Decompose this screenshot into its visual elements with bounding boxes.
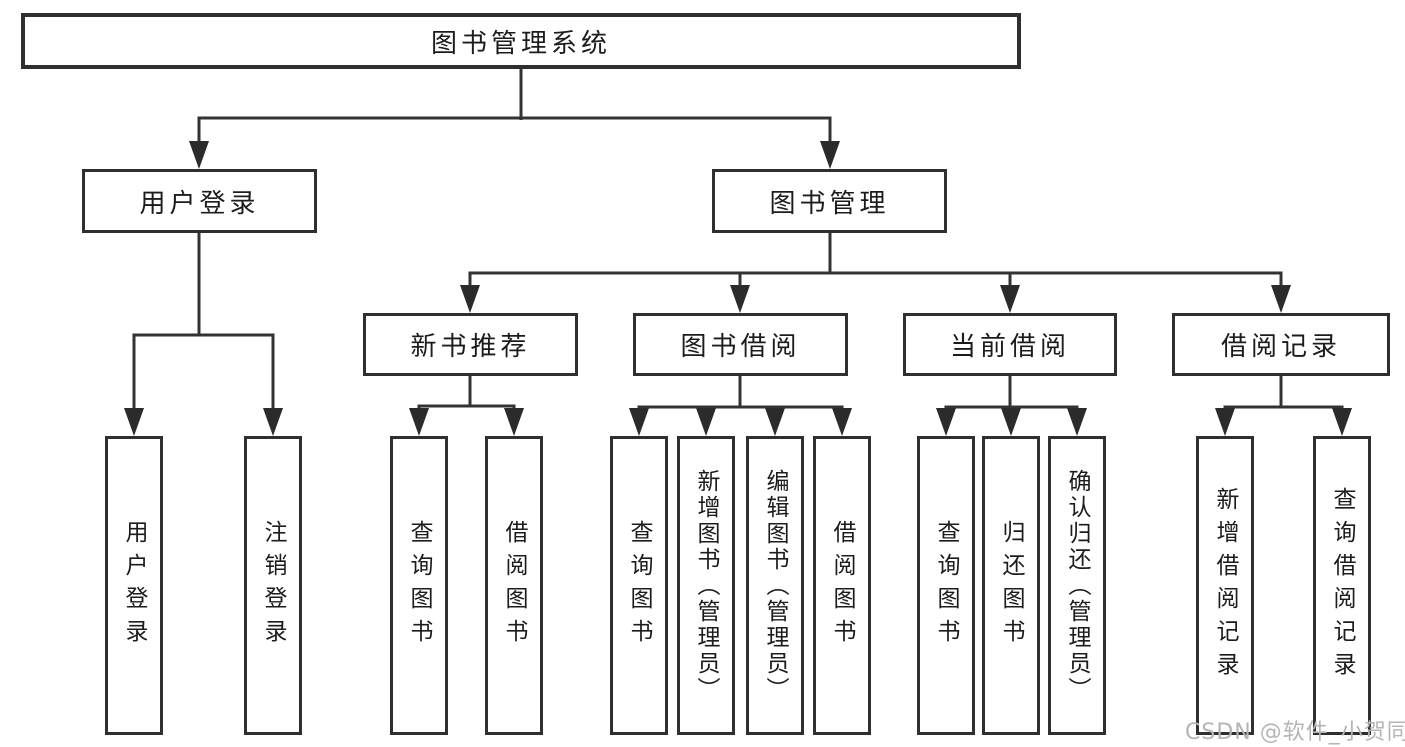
leaf-recommend-borrow-books-label: 借阅图书 bbox=[501, 519, 527, 652]
leaf-logout-label: 注销登录 bbox=[260, 519, 286, 652]
leaf-recommend-borrow-books: 借阅图书 bbox=[485, 436, 543, 735]
leaf-borrow-books-label: 借阅图书 bbox=[829, 519, 855, 652]
leaf-current-query-books-label: 查询图书 bbox=[933, 519, 959, 652]
leaf-query-borrow-record-label: 查询借阅记录 bbox=[1329, 486, 1355, 685]
node-user-login: 用户登录 bbox=[82, 169, 317, 233]
csdn-watermark: CSDN @软件_小贺同学 bbox=[1185, 720, 1405, 745]
node-book-borrow: 图书借阅 bbox=[633, 313, 848, 376]
leaf-user-login-label: 用户登录 bbox=[121, 519, 147, 652]
leaf-return-books-label: 归还图书 bbox=[998, 519, 1024, 652]
leaf-confirm-return-admin: 确认归还（管理员） bbox=[1048, 436, 1106, 735]
leaf-borrow-query-books-label: 查询图书 bbox=[626, 519, 652, 652]
node-root-label: 图书管理系统 bbox=[430, 28, 611, 59]
leaf-confirm-return-admin-label: 确认归还（管理员） bbox=[1064, 468, 1090, 703]
leaf-return-books: 归还图书 bbox=[982, 436, 1040, 735]
leaf-recommend-query-books-label: 查询图书 bbox=[406, 519, 432, 652]
node-new-book-recommend: 新书推荐 bbox=[363, 313, 578, 376]
leaf-add-books-admin: 新增图书（管理员） bbox=[677, 436, 735, 735]
leaf-current-query-books: 查询图书 bbox=[917, 436, 975, 735]
node-current-borrow-label: 当前借阅 bbox=[949, 332, 1070, 362]
leaf-query-borrow-record: 查询借阅记录 bbox=[1313, 436, 1371, 735]
leaf-user-login: 用户登录 bbox=[105, 436, 163, 735]
node-borrow-records-label: 借阅记录 bbox=[1220, 332, 1341, 362]
leaf-borrow-books: 借阅图书 bbox=[813, 436, 871, 735]
node-book-management: 图书管理 bbox=[712, 169, 947, 233]
node-root: 图书管理系统 bbox=[21, 13, 1021, 69]
leaf-recommend-query-books: 查询图书 bbox=[390, 436, 448, 735]
leaf-edit-books-admin: 编辑图书（管理员） bbox=[746, 436, 804, 735]
node-book-management-label: 图书管理 bbox=[769, 188, 890, 219]
node-user-login-label: 用户登录 bbox=[139, 188, 260, 219]
node-current-borrow: 当前借阅 bbox=[903, 313, 1117, 376]
leaf-logout: 注销登录 bbox=[244, 436, 302, 735]
node-book-borrow-label: 图书借阅 bbox=[680, 332, 801, 362]
leaf-add-books-admin-label: 新增图书（管理员） bbox=[693, 468, 719, 703]
leaf-add-borrow-record: 新增借阅记录 bbox=[1196, 436, 1254, 735]
leaf-add-borrow-record-label: 新增借阅记录 bbox=[1212, 486, 1238, 685]
leaf-borrow-query-books: 查询图书 bbox=[610, 436, 668, 735]
leaf-edit-books-admin-label: 编辑图书（管理员） bbox=[762, 468, 788, 703]
node-new-book-recommend-label: 新书推荐 bbox=[410, 332, 531, 362]
node-borrow-records: 借阅记录 bbox=[1172, 313, 1390, 376]
